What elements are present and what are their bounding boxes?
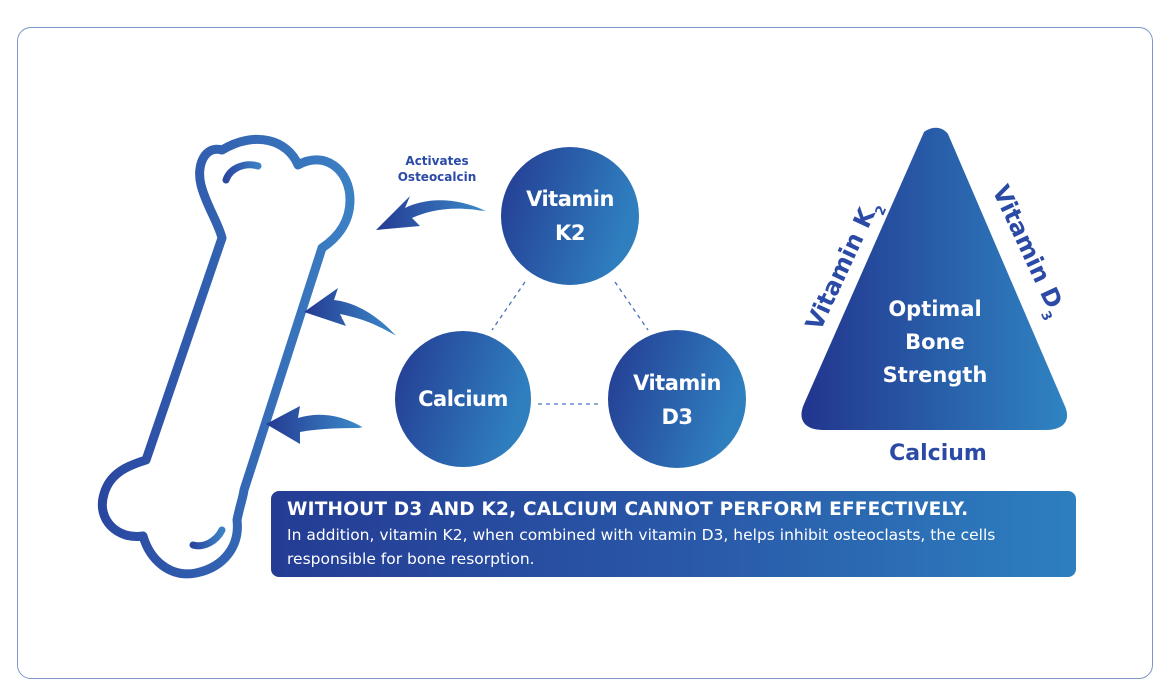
info-banner: WITHOUT D3 AND K2, CALCIUM CANNOT PERFOR… (271, 491, 1076, 577)
triangle-center-line3: Strength (883, 363, 988, 387)
banner-title: WITHOUT D3 AND K2, CALCIUM CANNOT PERFOR… (287, 499, 969, 520)
arrow-k2-to-bone (376, 196, 489, 230)
banner-body: In addition, vitamin K2, when combined w… (287, 526, 996, 568)
activates-label-line2: Osteocalcin (398, 170, 477, 184)
connector-k2-d3 (614, 281, 649, 331)
node-vitamin-k2-line1: Vitamin (526, 187, 614, 211)
bone-outline (97, 134, 355, 579)
triangle-center-line2: Bone (905, 330, 965, 354)
node-vitamin-k2: Vitamin K2 (501, 147, 639, 285)
node-vitamin-d3-line1: Vitamin (633, 371, 721, 395)
bone-top-highlight (222, 161, 262, 184)
node-vitamin-k2-line2: K2 (555, 221, 585, 245)
node-connectors (491, 281, 649, 405)
node-calcium: Calcium (395, 331, 531, 467)
bone-bottom-highlight (189, 526, 226, 550)
bone-strength-triangle: Optimal Bone Strength (801, 127, 1068, 431)
triangle-bottom-label: Calcium (889, 441, 987, 466)
triangle-center-line1: Optimal (888, 297, 981, 321)
node-vitamin-d3: Vitamin D3 (608, 330, 746, 468)
arrow-calcium-to-bone-lower (266, 406, 365, 444)
card-frame (17, 27, 1153, 679)
arrow-calcium-to-bone-upper (304, 288, 399, 339)
connector-k2-calcium (491, 281, 526, 331)
bone-illustration (97, 134, 355, 579)
node-vitamin-d3-line2: D3 (661, 405, 692, 429)
node-calcium-label: Calcium (418, 387, 508, 411)
activates-label-line1: Activates (405, 154, 468, 168)
